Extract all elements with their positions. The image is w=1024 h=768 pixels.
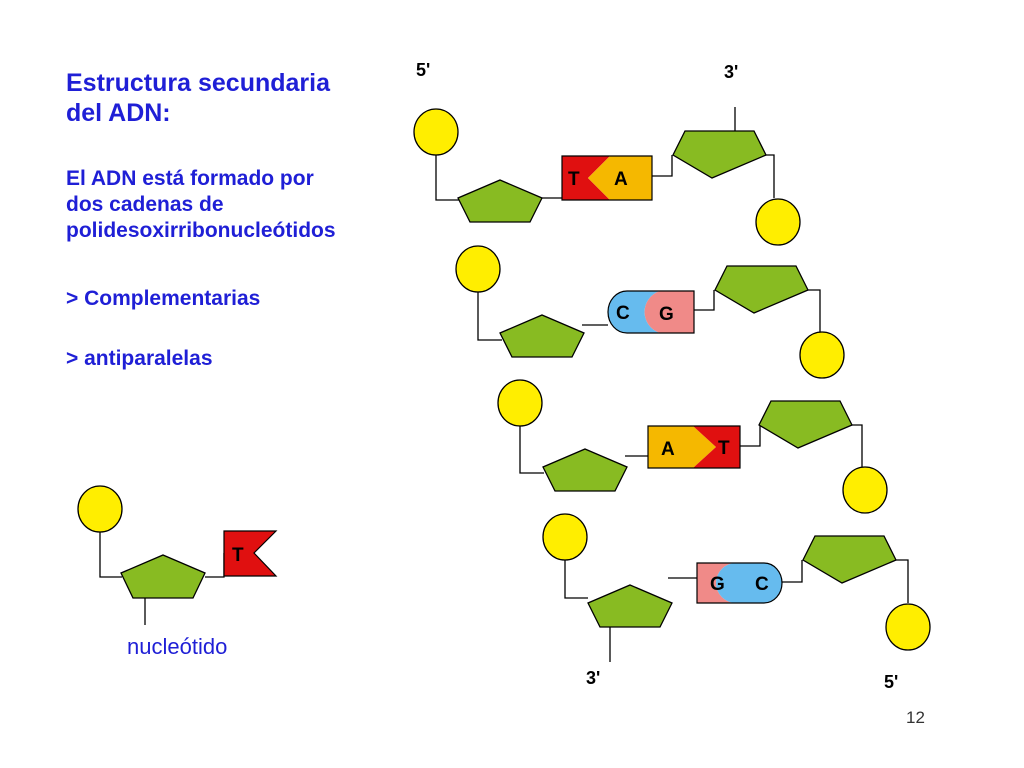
base-label: T [568,169,580,190]
single-nucleotide: T [77,485,278,625]
base-pair-4: G C [696,562,783,604]
base-label: G [710,574,725,595]
end-label-left-bottom: 3' [586,668,601,688]
base-guanine [697,563,736,603]
base-label: C [616,303,630,324]
base-label: C [755,574,769,595]
phosphate-group [799,331,845,379]
sugar-deoxyribose [672,130,767,179]
sugar-deoxyribose [499,314,585,358]
end-label-right-bottom: 5' [884,672,899,692]
base-label: T [232,545,244,566]
phosphate-group [497,379,543,427]
nucleotide-label: nucleótido [127,634,228,659]
base-guanine [644,291,694,333]
base-cytosine [608,291,660,333]
sugar-deoxyribose [587,584,673,628]
base-label: A [661,439,675,460]
base-label: G [659,304,674,325]
base-pair-2: C G [607,290,695,334]
right-strand [652,107,931,651]
phosphate-group [885,603,931,651]
phosphate-group [77,485,123,533]
sugar-deoxyribose [120,554,206,599]
left-strand [413,108,697,662]
sugar-deoxyribose [802,535,897,584]
sugar-deoxyribose [758,400,853,449]
base-cytosine [716,563,782,603]
phosphate-group [413,108,459,156]
base-thymine [693,426,740,468]
base-adenine [588,156,652,200]
base-pair-1: T A [561,155,653,201]
point-complementarias: > Complementarias [66,287,261,310]
phosphate-group [455,245,501,293]
base-pair-3: A T [647,425,741,469]
phosphate-group [755,198,801,246]
base-thymine [562,156,610,200]
slide-title: Estructura secundaria del ADN: [66,69,330,127]
sugar-deoxyribose [714,265,809,314]
sugar-deoxyribose [457,179,543,223]
base-label: T [718,438,730,459]
phosphate-group [842,466,888,514]
end-label-right-top: 3' [724,62,739,82]
base-thymine [223,530,278,577]
sugar-deoxyribose [542,448,628,492]
slide-body: El ADN está formado por dos cadenas de p… [66,167,336,242]
page-number: 12 [906,708,925,727]
point-antiparalelas: > antiparalelas [66,347,213,370]
base-adenine [648,426,716,468]
end-label-left-top: 5' [416,60,431,80]
phosphate-group [542,513,588,561]
base-label: A [614,169,628,190]
